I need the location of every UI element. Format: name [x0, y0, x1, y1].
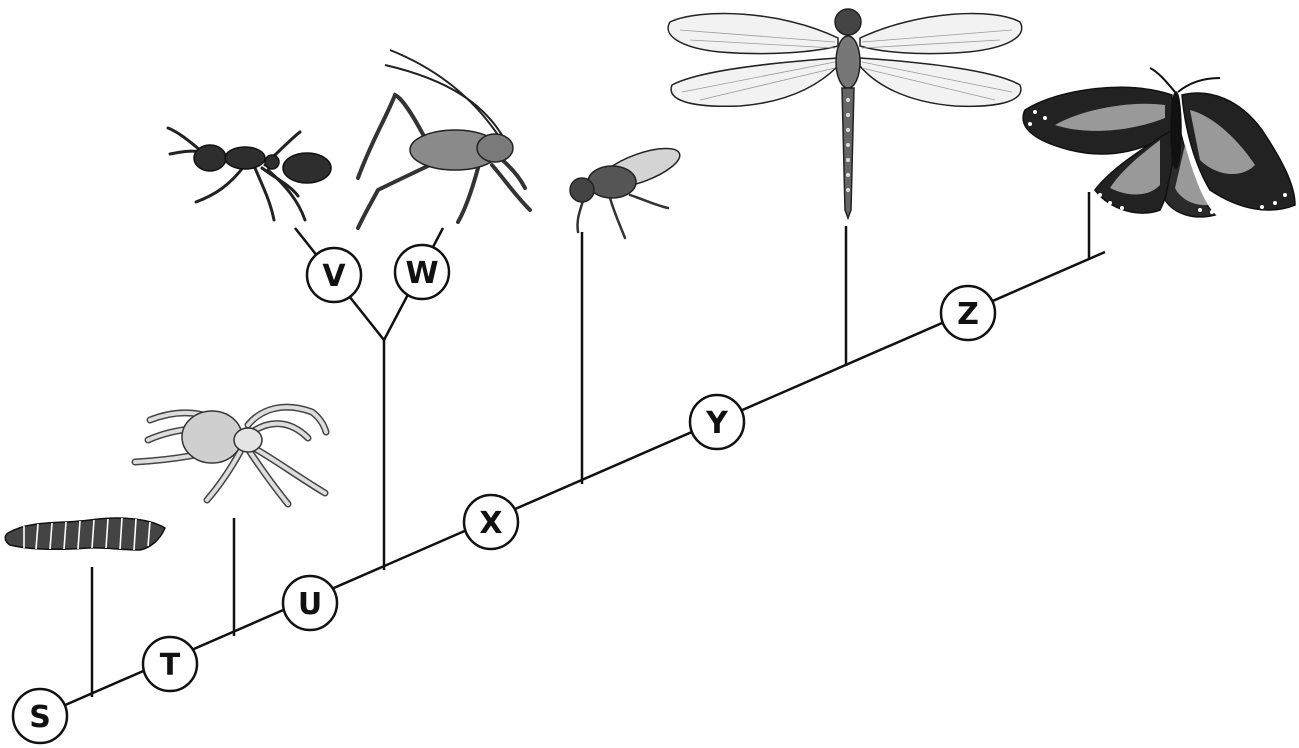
node-T: T: [143, 637, 197, 691]
node-label: W: [405, 256, 438, 291]
cricket-icon: [358, 50, 530, 228]
node-Z: Z: [941, 286, 995, 340]
caterpillar-icon: [5, 518, 165, 550]
node-label: S: [29, 700, 51, 735]
node-Y: Y: [690, 395, 744, 449]
butterfly-icon: [1023, 68, 1295, 217]
spider-icon: [135, 407, 326, 504]
node-label: Y: [705, 406, 729, 441]
node-S: S: [13, 689, 67, 743]
node-X: X: [464, 495, 518, 549]
node-label: U: [298, 587, 322, 622]
node-label: T: [160, 648, 181, 683]
fly-icon: [570, 140, 684, 238]
ant-icon: [168, 128, 331, 220]
node-W: W: [395, 245, 449, 299]
node-label: V: [322, 259, 346, 294]
node-V: V: [307, 248, 361, 302]
node-label: X: [479, 506, 502, 541]
dragonfly-icon: [668, 9, 1022, 218]
node-U: U: [283, 576, 337, 630]
node-label: Z: [957, 297, 979, 332]
